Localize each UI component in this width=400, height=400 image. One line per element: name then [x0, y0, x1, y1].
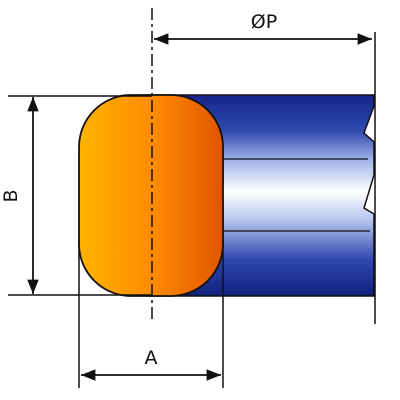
dimension-a: A [78, 240, 224, 388]
dimension-label-b: B [0, 189, 22, 202]
dimension-b: B [0, 95, 152, 296]
dimension-label-a: A [145, 347, 158, 369]
dimension-label-p: ØP [251, 11, 277, 33]
oring-cross-section [78, 94, 224, 297]
dimension-p: ØP [154, 11, 376, 324]
